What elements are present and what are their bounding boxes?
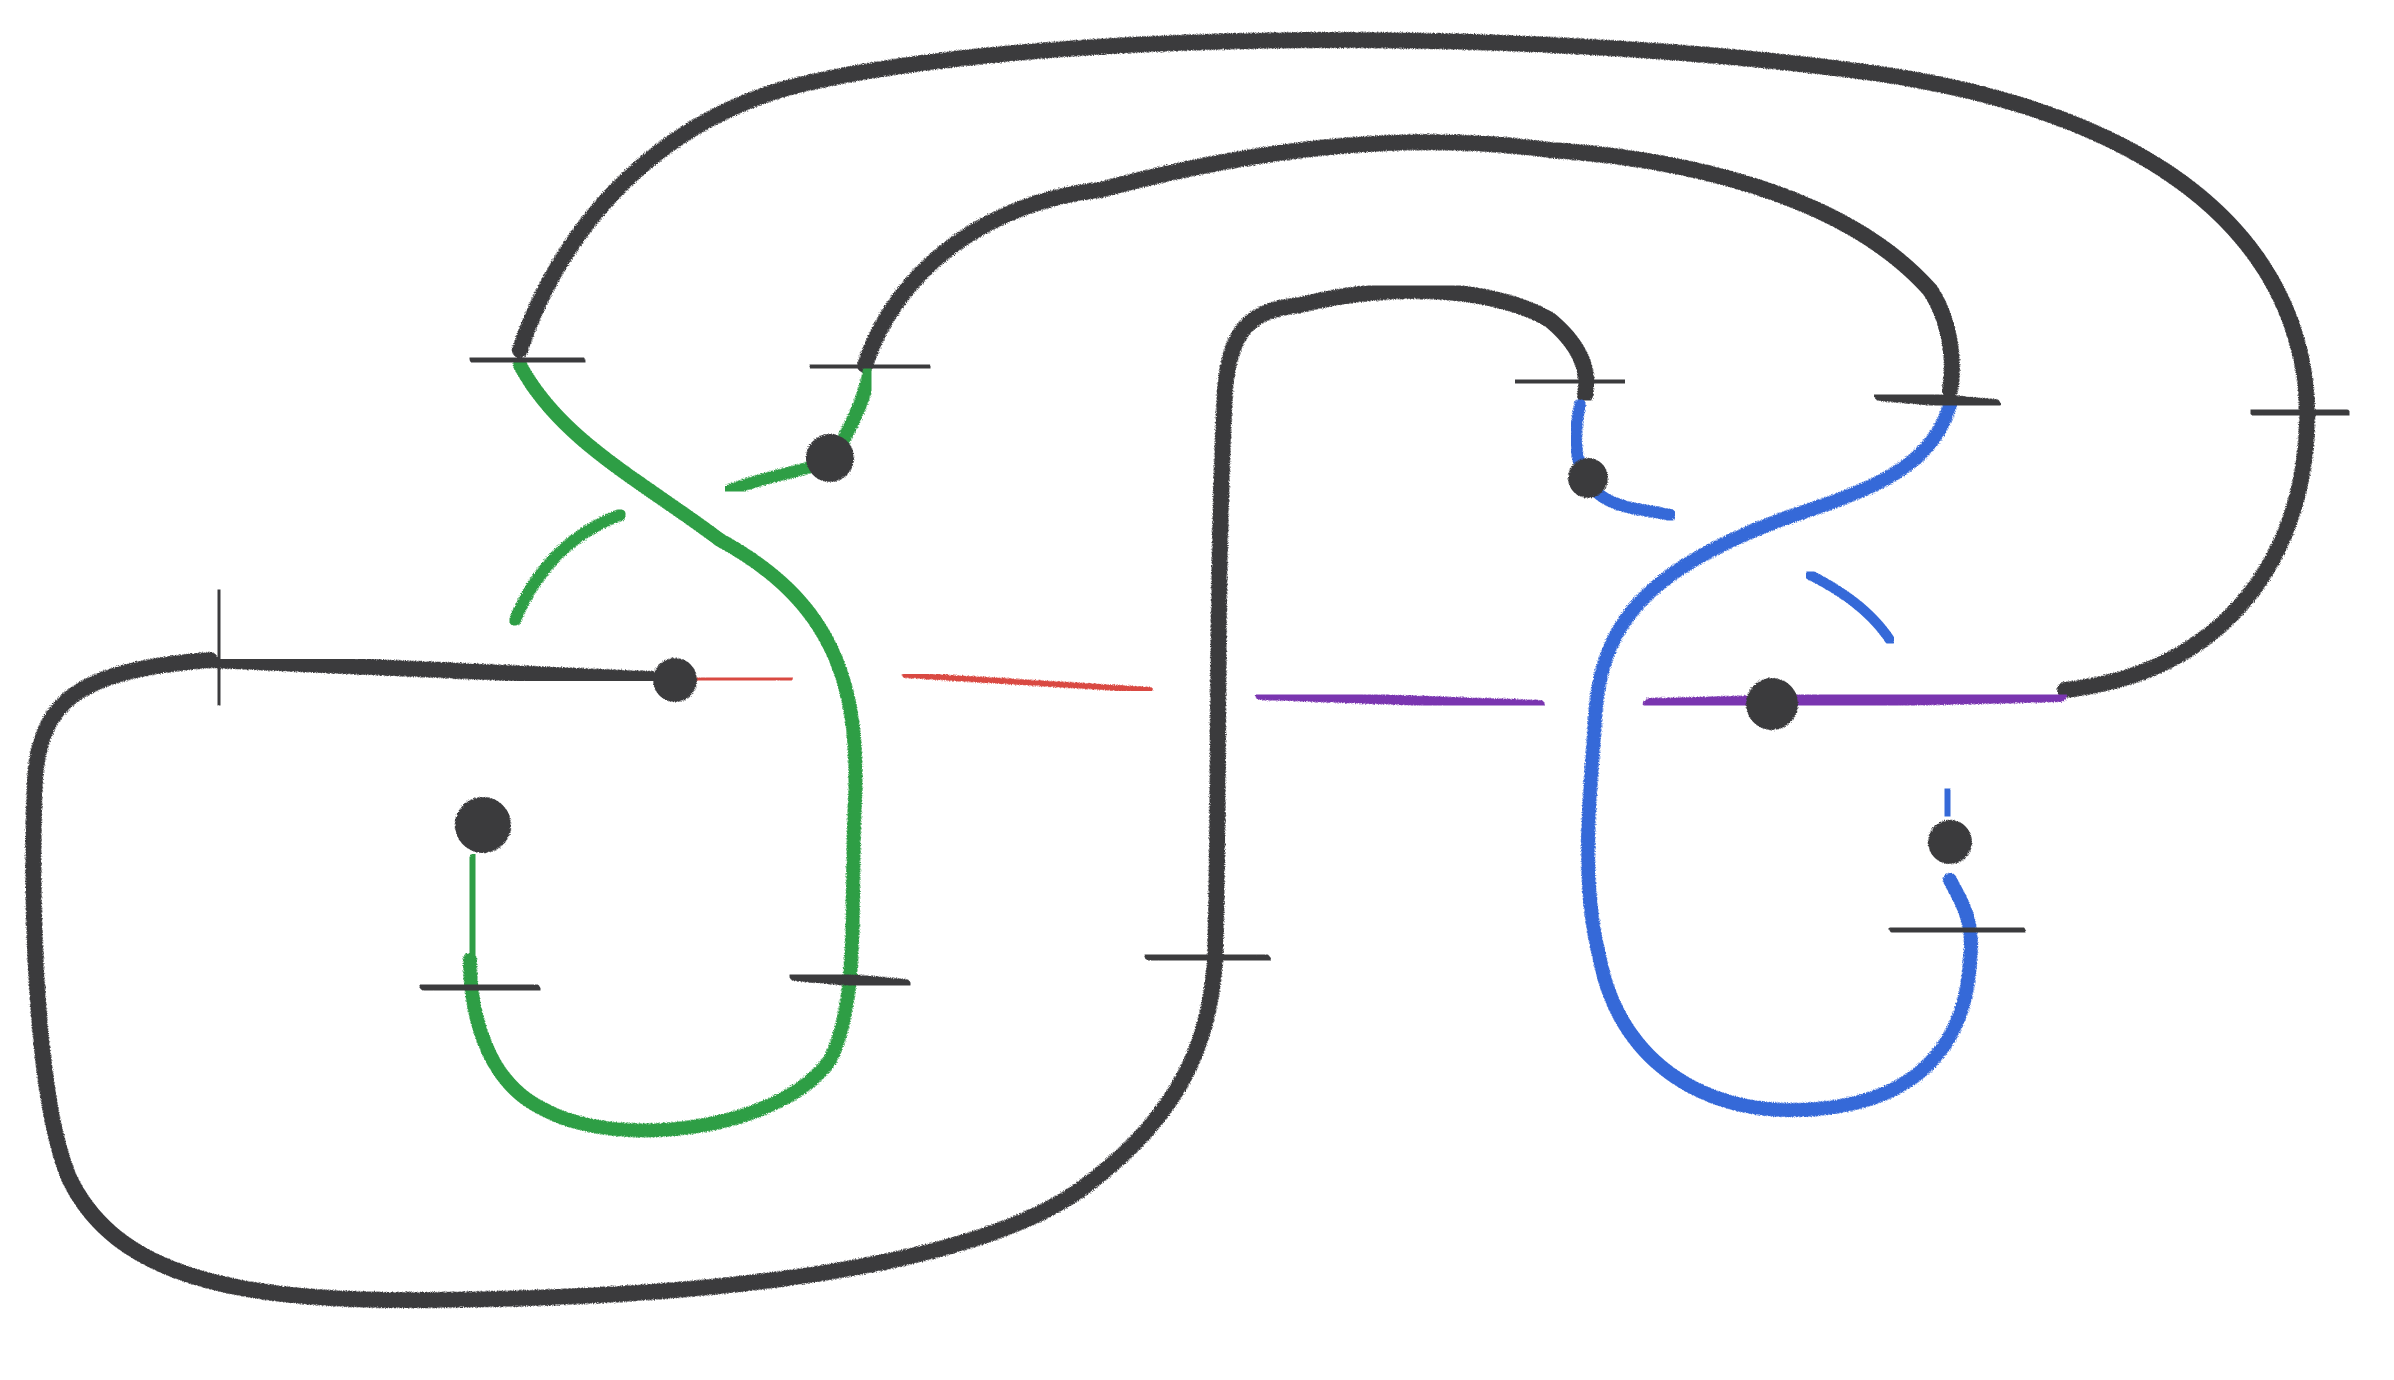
green-left-mid [463,853,482,987]
purple-dash-1 [1255,690,1545,710]
black-left-segment [202,652,678,688]
red-dash-1 [687,675,793,683]
connectors [687,672,2067,712]
tick-right [2249,404,2351,421]
dot-black-segment-end [653,658,697,702]
green-top-right-stub [833,363,877,452]
tick-bottom-green-left [419,979,541,996]
dot-purple-middle [1746,678,1798,730]
tick-top-left [469,352,586,368]
blue-strand [1570,398,1978,1117]
tick-left-vertical [212,589,226,706]
black-vertical-and-bottom [25,382,1233,1308]
tick-bottom-green-right [789,969,911,991]
blue-small-hook [1570,399,1676,521]
tick-top-green [809,359,931,374]
black-middle-arc [857,134,1960,398]
tick-top-blue-small [1514,374,1626,389]
purple-dash-2 [1643,688,2067,712]
tick-marks [212,352,2351,996]
dots [455,434,1972,864]
black-small-arch [1217,282,1595,403]
red-dash-2 [902,672,1153,693]
green-figure-eight [463,358,863,1138]
tick-top-blue [1874,389,2001,411]
tick-bottom-vertical [1144,949,1271,966]
tick-bottom-blue-right [1889,922,2026,938]
green-strand [463,358,877,1138]
black-strands [25,32,2315,1308]
dot-blue-small [1568,458,1608,498]
dot-blue-right [1928,820,1972,864]
blue-right-stub [1805,570,1895,645]
green-upper-left-arc [509,509,626,626]
dot-green-top [806,434,854,482]
black-outer-arc [512,32,2315,698]
blue-right-lower-stub [1939,784,1956,821]
dot-green-left [455,797,511,853]
